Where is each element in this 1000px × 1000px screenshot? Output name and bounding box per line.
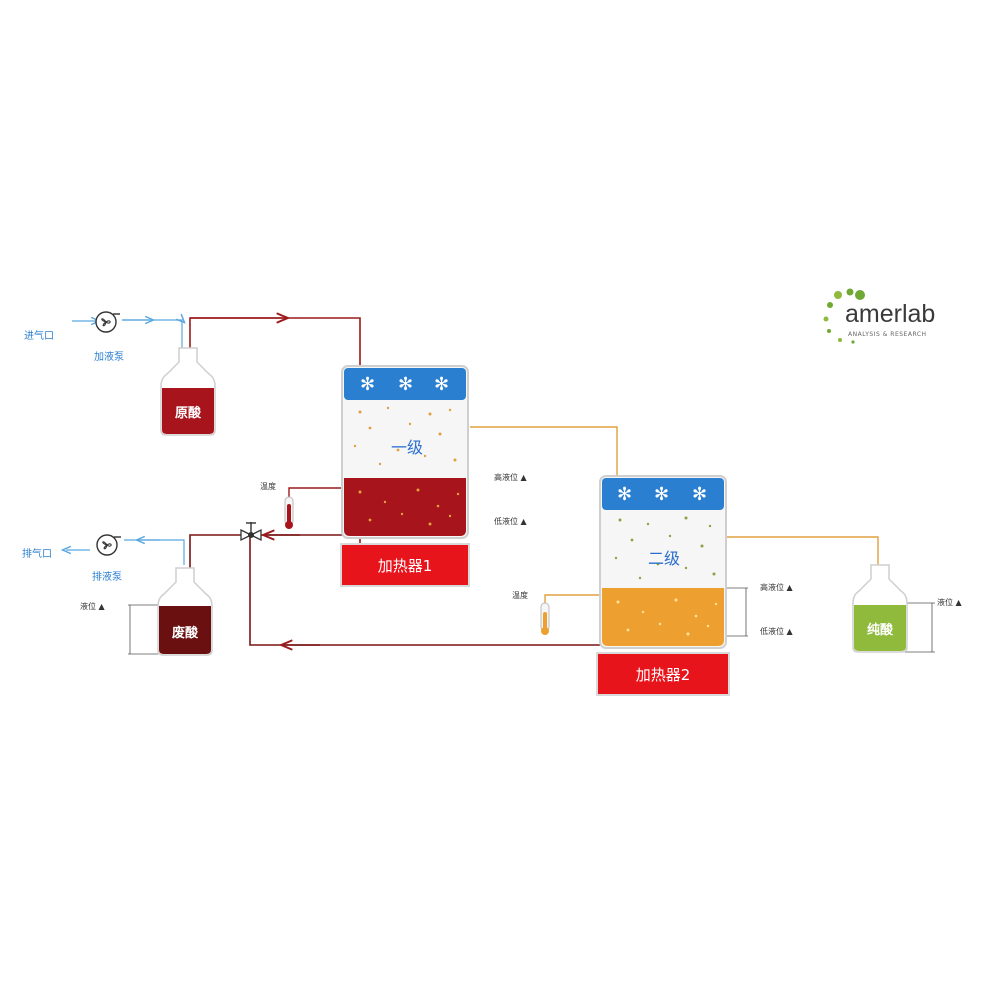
logo-wordmark: amerlab	[845, 300, 936, 328]
thermometer-icon	[284, 496, 294, 529]
heater2: 加热器2	[596, 652, 730, 696]
pure-acid-bottle	[852, 564, 908, 653]
pump-icon	[95, 311, 120, 333]
stage2-high-level-label: 高液位 ▲	[760, 583, 793, 592]
waste-acid-bottle	[157, 567, 213, 656]
stage1-column	[341, 365, 469, 539]
stage2-column	[599, 475, 727, 649]
raw-acid-bottle	[160, 347, 216, 436]
snowflake-icon: ✻	[692, 484, 708, 505]
pure-level-bracket	[905, 602, 935, 653]
snowflake-icon: ✻	[360, 374, 376, 395]
raw-acid-label: 原酸	[174, 406, 201, 421]
thermo2-line	[544, 594, 602, 605]
s2-level-bracket	[726, 587, 748, 637]
logo-tagline: ANALYSIS & RESEARCH	[848, 331, 927, 338]
thermometer2-label: 温度	[512, 591, 528, 600]
waste-acid-label: 废酸	[171, 626, 198, 641]
stage2-liquid-particles	[616, 598, 718, 636]
snowflake-icon: ✻	[398, 374, 414, 395]
valve-icon	[240, 522, 262, 542]
pump-icon	[96, 534, 121, 556]
stage1-high-level-label: 高液位 ▲	[494, 473, 527, 482]
exhaust-port-label: 排气口	[22, 549, 52, 560]
stage1-particles	[353, 406, 460, 526]
stage2-particles	[614, 516, 716, 580]
logo-mark	[823, 288, 865, 344]
heater1: 加热器1	[340, 543, 470, 587]
drain-air-line	[124, 539, 185, 565]
stage2-label: 二级	[648, 549, 681, 568]
waste-level-bracket	[128, 604, 158, 655]
thermometer-icon	[540, 602, 550, 635]
stage1-label: 一级	[391, 438, 424, 457]
drain-pump-label: 排液泵	[92, 572, 122, 583]
thermo1-line	[288, 487, 346, 498]
vapor-pipe	[470, 426, 618, 548]
stage1-low-level-label: 低液位 ▲	[494, 517, 527, 526]
thermometer1-label: 温度	[260, 482, 276, 491]
inlet-port-label: 进气口	[24, 331, 54, 342]
feed-pump-label: 加液泵	[94, 352, 124, 363]
stage2-low-level-label: 低液位 ▲	[760, 627, 793, 636]
snowflake-icon: ✻	[654, 484, 670, 505]
snowflake-icon: ✻	[434, 374, 450, 395]
return-pipe	[249, 535, 600, 646]
waste-level-label: 液位 ▲	[80, 602, 105, 611]
snowflake-icon: ✻	[617, 484, 633, 505]
pure-level-label: 液位 ▲	[937, 598, 962, 607]
pure-acid-label: 纯酸	[866, 623, 893, 638]
